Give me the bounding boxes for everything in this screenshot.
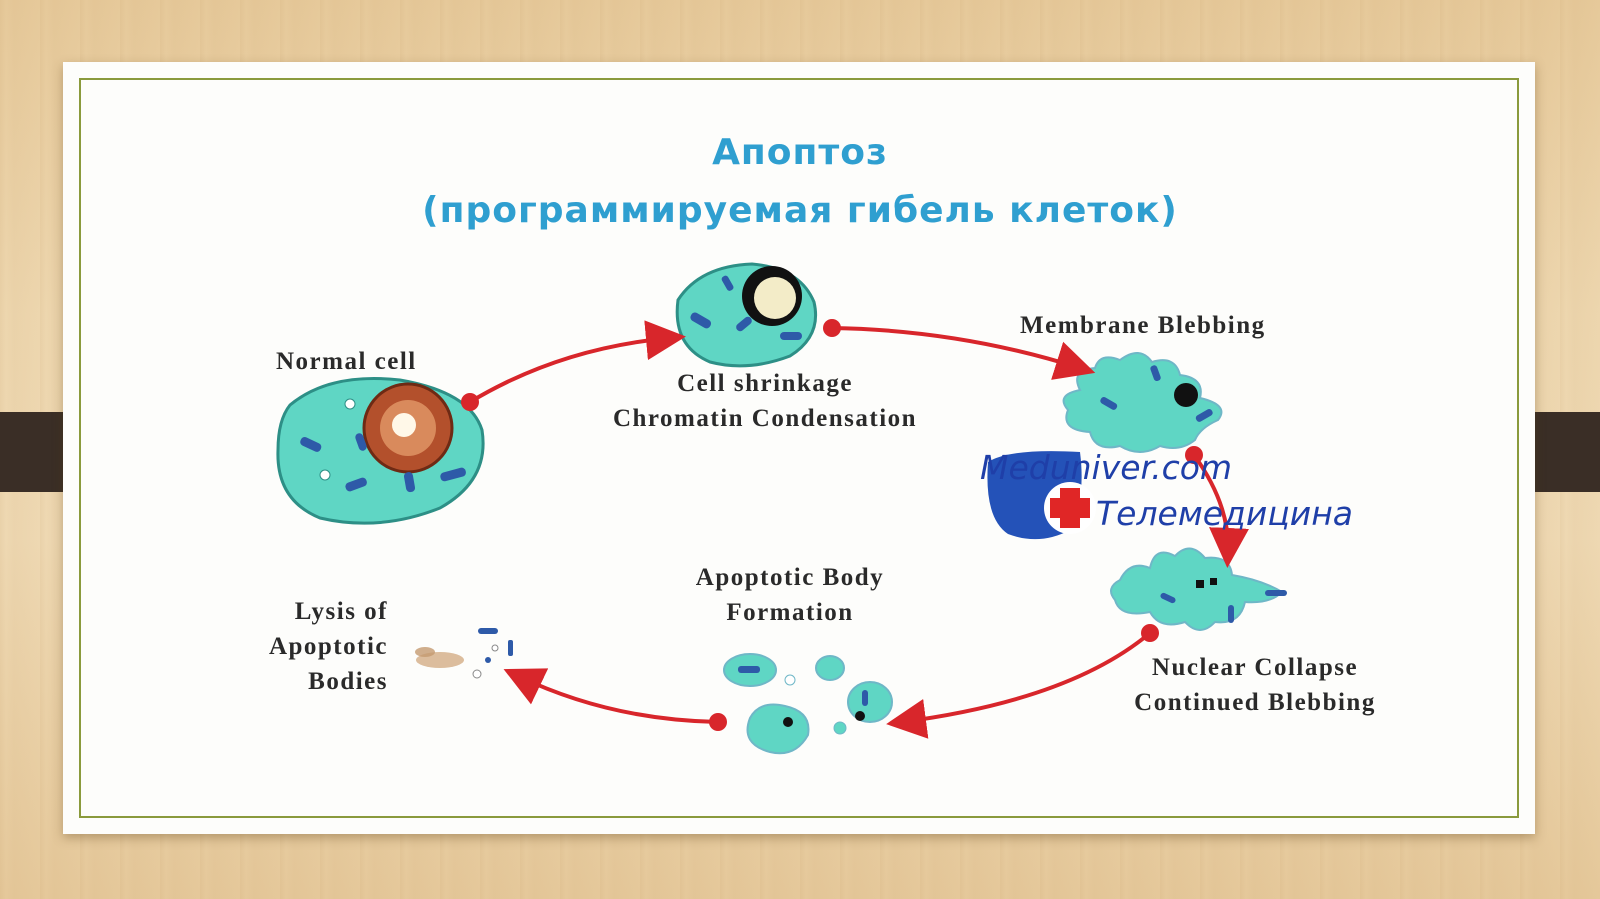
label-cell-shrinkage-line2: Chromatin Condensation [612, 405, 918, 432]
label-lysis: Lysis of Apoptotic Bodies [180, 594, 388, 699]
collapse-cell-icon [1110, 547, 1287, 631]
blebbing-cell-icon [1062, 352, 1223, 453]
lysis-debris-icon [415, 628, 513, 679]
label-nuclear-collapse: Nuclear Collapse Continued Blebbing [1070, 650, 1440, 720]
label-lysis-line2: Apoptotic [268, 633, 388, 660]
label-cell-shrinkage: Cell shrinkage Chromatin Condensation [540, 366, 990, 436]
label-apoptotic-body: Apoptotic Body Formation [640, 560, 940, 630]
label-cell-shrinkage-line1: Cell shrinkage [677, 370, 853, 397]
meduniver-logo-icon [987, 451, 1096, 540]
label-normal-cell: Normal cell [276, 348, 417, 375]
diagram-subtitle: (программируемая гибель клеток) [422, 190, 1178, 231]
normal-cell-icon [276, 376, 485, 525]
label-lysis-line3: Bodies [308, 668, 388, 695]
watermark-site: Meduniver.com [980, 448, 1233, 487]
slide-frame [79, 78, 1519, 818]
shrinkage-cell-icon [675, 262, 818, 368]
label-apoptotic-body-line1: Apoptotic Body [695, 564, 885, 591]
diagram-title: Апоптоз [712, 132, 888, 173]
label-apoptotic-body-line2: Formation [726, 599, 854, 626]
label-nuclear-collapse-line1: Nuclear Collapse [1151, 654, 1359, 681]
apoptotic-bodies-icon [723, 653, 893, 755]
label-nuclear-collapse-line2: Continued Blebbing [1134, 689, 1376, 716]
cycle-arrows [461, 319, 1249, 739]
label-membrane-blebbing: Membrane Blebbing [1020, 312, 1266, 339]
label-lysis-line1: Lysis of [294, 598, 388, 625]
watermark-telemedicine: Телемедицина [1096, 494, 1354, 533]
